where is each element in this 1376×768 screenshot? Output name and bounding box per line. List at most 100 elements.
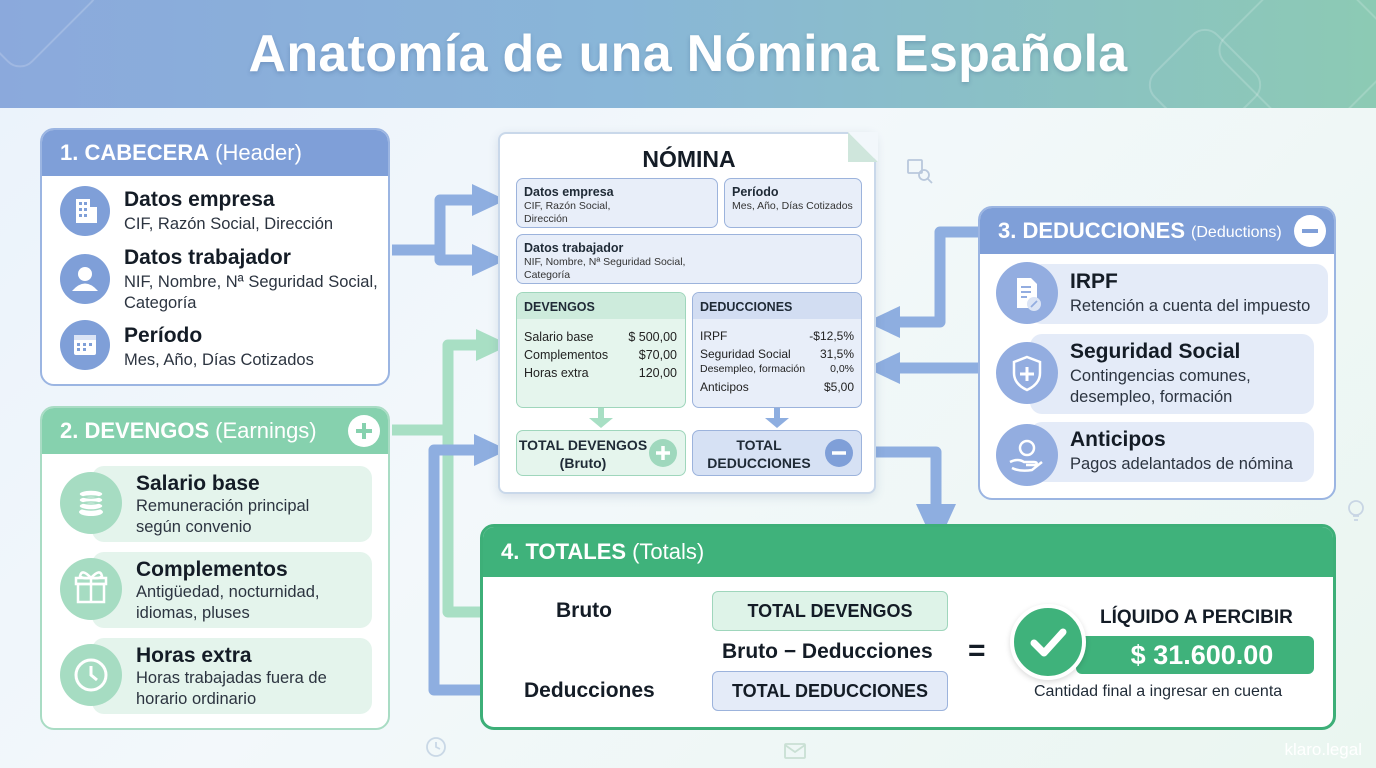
devengos-heading-sub: (Earnings): [215, 418, 317, 443]
devengos-panel: 2. DEVENGOS (Earnings) Salario base Remu…: [40, 406, 390, 730]
minus-icon: [1294, 215, 1326, 247]
clock-icon: [60, 644, 122, 706]
nomina-total-deducciones-box: TOTAL DEDUCCIONES: [692, 430, 862, 476]
nomina-row: Anticipos $5,00: [700, 380, 854, 394]
totales-heading: 4. TOTALES (Totals): [483, 527, 1333, 577]
page-fold-icon: [848, 132, 878, 162]
row-value: $5,00: [823, 380, 854, 394]
row-value: $ 500,00: [628, 330, 677, 344]
deducciones-heading-text: 3. DEDUCCIONES: [998, 218, 1186, 243]
coins-icon: [60, 472, 122, 534]
devengos-item-desc: Antigüedad, nocturnidad, idiomas, pluses: [136, 583, 320, 622]
cabecera-heading-sub: (Header): [215, 140, 302, 165]
down-arrows: [589, 408, 789, 428]
deducciones-item-desc: Pagos adelantados de nómina: [1070, 455, 1293, 473]
deducciones-card: [1030, 422, 1314, 482]
person-icon: [60, 254, 110, 304]
devengos-heading-text: 2. DEVENGOS: [60, 418, 210, 443]
envelope-icon: [784, 743, 806, 759]
devengos-card: [92, 466, 372, 542]
liquido-value-box: $ 31.600.00: [1076, 636, 1314, 674]
building-icon: [60, 186, 110, 236]
deducciones-heading-sub: (Deductions): [1191, 223, 1282, 241]
history-icon: [426, 737, 446, 757]
cabecera-item-title: Período: [124, 324, 203, 347]
nomina-row: Horas extra 120,00: [524, 366, 677, 380]
cabecera-item-desc: NIF, Nombre, Nª Seguridad Social, Catego…: [124, 273, 378, 312]
devengos-item-desc: Horas trabajadas fuera de horario ordina…: [136, 669, 327, 708]
row-value: $70,00: [638, 348, 677, 362]
totales-heading-sub: (Totals): [632, 539, 705, 564]
cabecera-item-title: Datos trabajador: [124, 246, 291, 269]
totales-deducciones-label: Deducciones: [524, 679, 655, 702]
hand-coin-icon: [996, 424, 1058, 486]
deducciones-item-title: Anticipos: [1070, 428, 1166, 451]
tax-document-icon: [996, 262, 1058, 324]
nomina-row: Salario base $ 500,00: [524, 330, 677, 344]
row-label: Salario base: [524, 330, 594, 344]
calendar-search-icon: [907, 159, 933, 184]
nomina-empresa-desc: CIF, Razón Social, Dirección: [524, 200, 611, 225]
row-label: Horas extra: [524, 366, 589, 380]
nomina-row: Complementos $70,00: [524, 348, 677, 362]
devengos-card: [92, 638, 372, 714]
nomina-empresa-title: Datos empresa: [524, 185, 614, 199]
deducciones-item-desc: Retención a cuenta del impuesto: [1070, 297, 1311, 315]
liquido-label: LÍQUIDO A PERCIBIR: [1100, 607, 1293, 628]
nomina-periodo-title: Período: [732, 185, 779, 199]
nomina-trabajador-box: Datos trabajador NIF, Nombre, Nª Segurid…: [516, 234, 862, 284]
plus-icon: [348, 415, 380, 447]
cabecera-heading: 1. CABECERA (Header): [42, 130, 388, 176]
checkmark-icon: [1010, 604, 1086, 680]
row-value: -$12,5%: [809, 329, 854, 343]
cabecera-item-desc: Mes, Año, Días Cotizados: [124, 351, 314, 369]
health-shield-icon: [996, 342, 1058, 404]
nomina-row: Seguridad Social 31,5%: [700, 347, 854, 361]
nomina-periodo-box: Período Mes, Año, Días Cotizados: [724, 178, 862, 228]
liquido-value: $ 31.600.00: [1130, 639, 1274, 670]
row-value: 31,5%: [819, 347, 854, 361]
nomina-empresa-box: Datos empresa CIF, Razón Social, Direcci…: [516, 178, 718, 228]
deducciones-item-desc: Contingencias comunes, desempleo, formac…: [1070, 367, 1251, 406]
nomina-trabajador-desc: NIF, Nombre, Nª Seguridad Social, Catego…: [524, 256, 686, 281]
cabecera-item-desc: CIF, Razón Social, Dirección: [124, 215, 334, 233]
row-value: 0,0%: [830, 363, 854, 375]
totales-formula: Bruto − Deducciones: [722, 640, 933, 663]
devengos-item-title: Horas extra: [136, 644, 252, 667]
row-label: IRPF: [700, 329, 728, 343]
nomina-periodo-desc: Mes, Año, Días Cotizados: [732, 200, 853, 212]
devengos-item-title: Complementos: [136, 558, 288, 581]
watermark: klaro.legal: [1284, 740, 1363, 759]
nomina-devengos-box: DEVENGOS Salario base $ 500,00 Complement…: [516, 292, 686, 408]
title-banner: Anatomía de una Nómina Española: [0, 0, 1376, 108]
row-label: Anticipos: [700, 380, 749, 394]
nomina-total-devengos-label: TOTAL DEVENGOS (Bruto): [518, 437, 648, 471]
plus-icon: [649, 439, 677, 467]
nomina-document: NÓMINA Datos empresa CIF, Razón Social, …: [498, 132, 878, 494]
deducciones-panel: 3. DEDUCCIONES (Deductions) IRPF Retenci…: [978, 206, 1336, 500]
cabecera-panel: 1. CABECERA (Header) Datos empresa CIF, …: [40, 128, 390, 386]
row-value: 120,00: [638, 366, 677, 380]
row-label: Seguridad Social: [700, 347, 791, 361]
nomina-devengos-title: DEVENGOS: [524, 300, 595, 314]
devengos-heading: 2. DEVENGOS (Earnings): [42, 408, 388, 454]
cabecera-item-title: Datos empresa: [124, 188, 275, 211]
deducciones-card: [1030, 334, 1314, 414]
nomina-row: IRPF -$12,5%: [700, 329, 854, 343]
equals-sign: =: [968, 634, 986, 667]
nomina-total-deducciones-label: TOTAL DEDUCCIONES: [707, 437, 811, 471]
cabecera-heading-text: 1. CABECERA: [60, 140, 210, 165]
nomina-trabajador-title: Datos trabajador: [524, 241, 624, 255]
nomina-deducciones-title: DEDUCCIONES: [700, 300, 793, 314]
devengos-item-title: Salario base: [136, 472, 260, 495]
totales-total-deducciones: TOTAL DEDUCCIONES: [712, 671, 948, 711]
page-title: Anatomía de una Nómina Española: [248, 25, 1128, 83]
liquido-note: Cantidad final a ingresar en cuenta: [1034, 683, 1283, 700]
deducciones-item-title: IRPF: [1070, 270, 1118, 293]
totales-heading-text: 4. TOTALES: [501, 539, 627, 564]
nomina-title: NÓMINA: [642, 146, 736, 172]
gift-icon: [60, 558, 122, 620]
totales-total-devengos: TOTAL DEVENGOS: [712, 591, 948, 631]
row-label: Complementos: [524, 348, 609, 362]
